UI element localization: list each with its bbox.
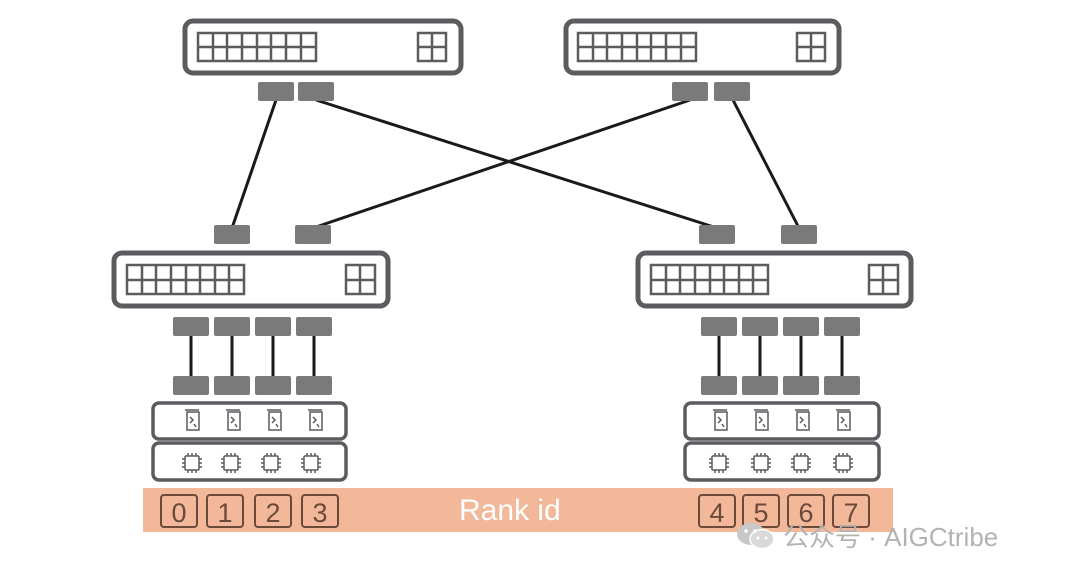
gpu-icon [301,453,321,473]
spine-switch-1 [182,18,464,101]
leaf-switch-1 [111,225,391,336]
gpu-icon [182,453,202,473]
spine2-port-b [714,82,750,101]
nic-icon [267,409,282,431]
leaf2-uplink-a [699,225,735,244]
server1-nic-port-1 [173,376,209,395]
leaf1-downlink-4 [296,317,332,336]
gpu-icon [261,453,281,473]
leaf2-downlink-4 [824,317,860,336]
gpu-icons [182,453,853,473]
server1-nic-port-3 [255,376,291,395]
leaf-server-links [189,336,844,377]
server2-nic-port-2 [742,376,778,395]
leaf1-uplink-a [214,225,250,244]
leaf1-downlink-3 [255,317,291,336]
server2-nic-port-4 [824,376,860,395]
rank-id-3: 3 [301,494,339,528]
leaf1-downlink-2 [214,317,250,336]
switch-port-grid [196,31,448,63]
leaf2-downlink-1 [701,317,737,336]
server2-nic-tray [683,401,881,441]
nic-icons [185,409,851,431]
link-spine2-leaf1 [312,98,691,230]
spine1-port-a [258,82,294,101]
server1-nic-port-4 [296,376,332,395]
link-spine1-leaf1 [230,99,278,229]
nic-icon [795,409,810,431]
server2-nic-port-1 [701,376,737,395]
spine-leaf-links [230,98,801,230]
nic-icon [713,409,728,431]
gpu-icon [751,453,771,473]
server2-gpu-tray [683,441,881,482]
server1-nic-tray [151,401,348,441]
rank-id-6: 6 [787,494,825,528]
gpu-icon [221,453,241,473]
spine1-port-b [298,82,334,101]
server1-gpu-tray [151,441,348,482]
nic-icon [226,409,241,431]
rank-id-1: 1 [206,494,244,528]
leaf1-uplink-b [295,225,331,244]
nic-icon [754,409,769,431]
watermark-text: 公众号 · AIGCtribe [783,522,999,552]
leaf2-downlink-3 [783,317,819,336]
gpu-icon [709,453,729,473]
leaf1-downlink-1 [173,317,209,336]
leaf2-downlink-2 [742,317,778,336]
server1-nic-port-2 [214,376,250,395]
switch-port-grid [576,31,827,63]
gpu-icon [833,453,853,473]
nic-icon [308,409,323,431]
leaf-switch-2 [635,225,914,336]
nic-icon [836,409,851,431]
wechat-icon [737,522,775,549]
rank-id-7: 7 [832,494,870,528]
server2-nic-port-3 [783,376,819,395]
rank-id-0: 0 [160,494,198,528]
spine2-port-a [672,82,708,101]
link-spine2-leaf2 [731,99,801,229]
server-1 [151,376,348,482]
spine-switch-2 [563,18,842,101]
server-2 [683,376,881,482]
watermark: 公众号 · AIGCtribe [735,517,998,554]
switch-port-grid [649,263,900,296]
nic-icon [185,409,200,431]
rank-id-2: 2 [254,494,292,528]
link-spine1-leaf2 [315,98,718,230]
rank-id-label: Rank id [459,494,561,527]
rank-id-4: 4 [698,494,736,528]
gpu-icon [791,453,811,473]
leaf2-uplink-b [781,225,817,244]
switch-port-grid [125,263,377,296]
